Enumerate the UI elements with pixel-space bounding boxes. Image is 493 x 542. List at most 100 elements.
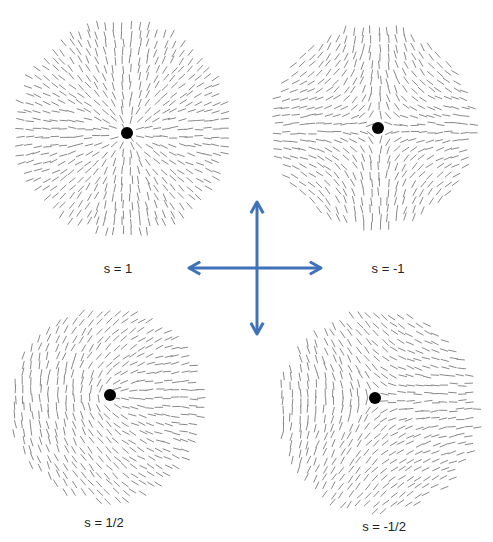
director-stroke bbox=[15, 385, 17, 393]
director-stroke bbox=[315, 482, 319, 490]
director-stroke bbox=[339, 422, 342, 430]
charge-label: s = 1/2 bbox=[82, 515, 125, 530]
director-stroke bbox=[172, 347, 180, 349]
director-stroke bbox=[211, 119, 219, 121]
director-stroke bbox=[292, 389, 293, 397]
director-stroke bbox=[122, 55, 123, 63]
director-stroke bbox=[391, 483, 398, 488]
director-stroke bbox=[169, 109, 176, 113]
director-stroke bbox=[148, 218, 150, 226]
director-stroke bbox=[24, 110, 32, 113]
director-stroke bbox=[407, 359, 415, 361]
director-stroke bbox=[334, 69, 340, 75]
director-stroke bbox=[439, 427, 447, 430]
director-stroke bbox=[140, 465, 148, 469]
director-stroke bbox=[421, 43, 425, 51]
director-stroke bbox=[275, 122, 283, 124]
director-stroke bbox=[76, 154, 84, 157]
director-stroke bbox=[195, 102, 202, 106]
director-stroke bbox=[340, 106, 348, 110]
director-stroke bbox=[373, 484, 378, 490]
director-stroke bbox=[96, 202, 99, 210]
director-stroke bbox=[88, 362, 93, 369]
director-stroke bbox=[102, 152, 107, 158]
director-stroke bbox=[361, 179, 363, 187]
director-stroke bbox=[388, 53, 390, 61]
director-stroke bbox=[402, 147, 409, 152]
director-stroke bbox=[422, 492, 430, 496]
director-stroke bbox=[429, 198, 434, 205]
director-stroke bbox=[170, 75, 175, 82]
director-stroke bbox=[347, 355, 350, 363]
director-stroke bbox=[80, 479, 85, 485]
director-stroke bbox=[46, 327, 50, 335]
director-stroke bbox=[305, 473, 309, 480]
director-stroke bbox=[431, 484, 439, 488]
director-stroke bbox=[145, 389, 153, 391]
director-stroke bbox=[98, 456, 103, 463]
director-stroke bbox=[333, 131, 341, 132]
director-stroke bbox=[153, 169, 159, 175]
director-stroke bbox=[56, 320, 61, 327]
director-stroke bbox=[458, 385, 466, 387]
director-stroke bbox=[147, 362, 155, 364]
director-stroke bbox=[325, 328, 328, 336]
director-stroke bbox=[364, 329, 370, 335]
director-stroke bbox=[59, 211, 63, 218]
director-stroke bbox=[164, 200, 168, 208]
director-stroke bbox=[23, 402, 24, 410]
director-stroke bbox=[420, 80, 426, 86]
director-stroke bbox=[77, 128, 85, 129]
director-stroke bbox=[63, 463, 67, 470]
director-stroke bbox=[380, 468, 387, 473]
director-stroke bbox=[33, 128, 41, 129]
director-stroke bbox=[356, 457, 361, 464]
director-stroke bbox=[66, 110, 74, 112]
director-stroke bbox=[170, 169, 176, 175]
director-stroke bbox=[194, 93, 201, 97]
director-stroke bbox=[47, 461, 50, 469]
director-stroke bbox=[103, 177, 107, 184]
director-stroke bbox=[139, 480, 146, 484]
director-stroke bbox=[399, 433, 406, 437]
director-stroke bbox=[121, 318, 128, 323]
director-stroke bbox=[57, 387, 59, 395]
director-stroke bbox=[412, 53, 416, 60]
director-stroke bbox=[422, 366, 430, 368]
director-stroke bbox=[370, 162, 372, 170]
director-stroke bbox=[106, 377, 111, 384]
director-stroke bbox=[34, 94, 41, 98]
charge-label: s = -1 bbox=[370, 261, 407, 276]
director-stroke bbox=[419, 97, 426, 102]
director-stroke bbox=[384, 122, 392, 125]
director-stroke bbox=[413, 188, 417, 195]
director-stroke bbox=[308, 147, 316, 150]
director-stroke bbox=[153, 50, 156, 58]
director-stroke bbox=[407, 459, 414, 463]
director-stroke bbox=[156, 345, 163, 349]
director-stroke bbox=[353, 52, 356, 60]
director-stroke bbox=[137, 353, 145, 357]
director-stroke bbox=[22, 376, 23, 384]
director-stroke bbox=[169, 152, 177, 156]
director-stroke bbox=[436, 158, 444, 161]
director-stroke bbox=[130, 98, 131, 106]
director-stroke bbox=[154, 397, 162, 398]
director-stroke bbox=[89, 420, 93, 427]
director-stroke bbox=[398, 331, 405, 335]
director-stroke bbox=[437, 71, 443, 77]
director-stroke bbox=[363, 85, 366, 93]
director-stroke bbox=[353, 172, 356, 180]
director-stroke bbox=[189, 433, 197, 435]
director-stroke bbox=[369, 204, 370, 212]
director-stroke bbox=[441, 467, 449, 470]
director-stroke bbox=[14, 410, 16, 418]
director-stroke bbox=[412, 96, 419, 101]
director-stroke bbox=[415, 339, 422, 343]
director-stroke bbox=[35, 75, 42, 80]
director-stroke bbox=[426, 80, 433, 85]
director-stroke bbox=[365, 371, 369, 378]
director-stroke bbox=[289, 365, 291, 373]
director-stroke bbox=[38, 411, 40, 419]
director-stroke bbox=[87, 217, 91, 224]
